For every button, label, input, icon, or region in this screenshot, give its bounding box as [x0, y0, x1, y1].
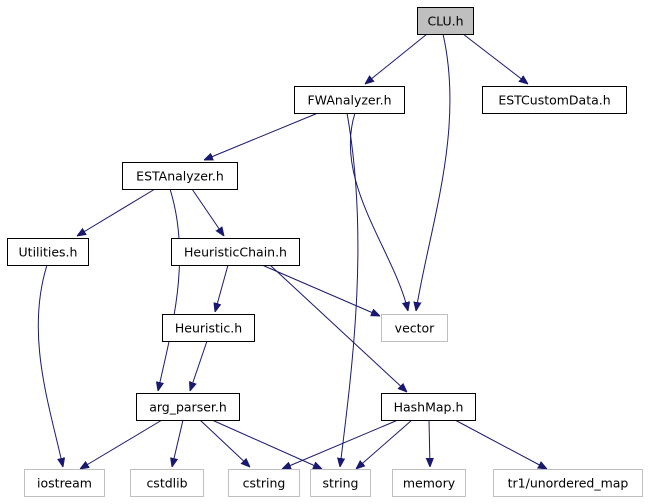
- node-box: [24, 469, 105, 497]
- node-label: cstring: [243, 476, 286, 491]
- node-label: arg_parser.h: [149, 400, 227, 415]
- node-label: cstdlib: [146, 476, 187, 491]
- edge-hashmap-to-cstring: [282, 419, 399, 469]
- node-label: ESTAnalyzer.h: [136, 169, 224, 184]
- node-string: string: [310, 469, 371, 497]
- edge-clu-to-vector: [416, 33, 451, 311]
- node-utilities[interactable]: Utilities.h: [7, 238, 89, 266]
- edge-heuristicchain-to-vector: [261, 264, 380, 316]
- node-argparser[interactable]: arg_parser.h: [136, 393, 240, 421]
- node-unordered_map: tr1/unordered_map: [493, 469, 643, 497]
- node-box: [482, 86, 627, 114]
- node-box: [381, 314, 448, 342]
- edges-layer: [37, 33, 547, 469]
- node-cstring: cstring: [228, 469, 300, 497]
- node-label: HeuristicChain.h: [184, 245, 287, 260]
- edge-estanalyzer-to-utilities: [77, 188, 156, 236]
- node-heuristicchain[interactable]: HeuristicChain.h: [171, 238, 300, 266]
- edge-clu-to-fwanalyzer: [365, 33, 428, 84]
- node-fwanalyzer[interactable]: FWAnalyzer.h: [294, 86, 405, 114]
- node-box: [171, 238, 300, 266]
- edge-hashmap-to-string: [356, 419, 413, 469]
- node-heuristic[interactable]: Heuristic.h: [162, 314, 255, 342]
- node-label: iostream: [37, 476, 92, 491]
- edge-estanalyzer-to-argparser: [158, 188, 181, 391]
- node-box: [493, 469, 643, 497]
- node-label: string: [323, 476, 359, 491]
- edge-heuristic-to-argparser: [190, 340, 208, 391]
- node-box: [381, 393, 476, 421]
- node-label: vector: [395, 321, 436, 336]
- edge-argparser-to-string: [211, 419, 322, 469]
- edge-argparser-to-iostream: [80, 419, 163, 469]
- node-label: Heuristic.h: [175, 321, 242, 336]
- node-hashmap[interactable]: HashMap.h: [381, 393, 476, 421]
- edge-utilities-to-iostream: [37, 264, 63, 467]
- node-label: FWAnalyzer.h: [307, 93, 391, 108]
- node-box: [162, 314, 255, 342]
- edge-hashmap-to-memory: [429, 419, 430, 467]
- edge-heuristicchain-to-hashmap: [269, 264, 407, 392]
- node-box: [7, 238, 89, 266]
- node-iostream: iostream: [24, 469, 105, 497]
- node-label: HashMap.h: [394, 400, 464, 415]
- edge-fwanalyzer-to-estanalyzer: [204, 112, 319, 161]
- edge-fwanalyzer-to-vector: [349, 112, 408, 311]
- node-estanalyzer[interactable]: ESTAnalyzer.h: [122, 162, 238, 190]
- edge-clu-to-estcustomdata: [462, 33, 528, 84]
- node-cstdlib: cstdlib: [130, 469, 204, 497]
- node-box: [122, 162, 238, 190]
- node-label: Utilities.h: [19, 245, 78, 260]
- node-label: CLU.h: [427, 14, 463, 29]
- node-label: memory: [403, 476, 456, 491]
- node-box: [136, 393, 240, 421]
- node-estcustomdata[interactable]: ESTCustomData.h: [482, 86, 627, 114]
- node-box: [417, 7, 474, 35]
- edge-argparser-to-cstring: [199, 419, 250, 467]
- edge-argparser-to-cstdlib: [172, 419, 184, 467]
- node-box: [228, 469, 300, 497]
- node-label: ESTCustomData.h: [498, 93, 610, 108]
- node-clu[interactable]: CLU.h: [417, 7, 474, 35]
- node-box: [310, 469, 371, 497]
- node-label: tr1/unordered_map: [508, 476, 629, 491]
- edge-estanalyzer-to-heuristicchain: [191, 188, 224, 236]
- edge-fwanalyzer-to-string: [340, 112, 359, 467]
- node-vector: vector: [381, 314, 448, 342]
- node-box: [130, 469, 204, 497]
- node-box: [392, 469, 466, 497]
- node-memory: memory: [392, 469, 466, 497]
- edge-heuristicchain-to-heuristic: [215, 264, 229, 312]
- edge-hashmap-to-unordered_map: [454, 419, 547, 469]
- node-box: [294, 86, 405, 114]
